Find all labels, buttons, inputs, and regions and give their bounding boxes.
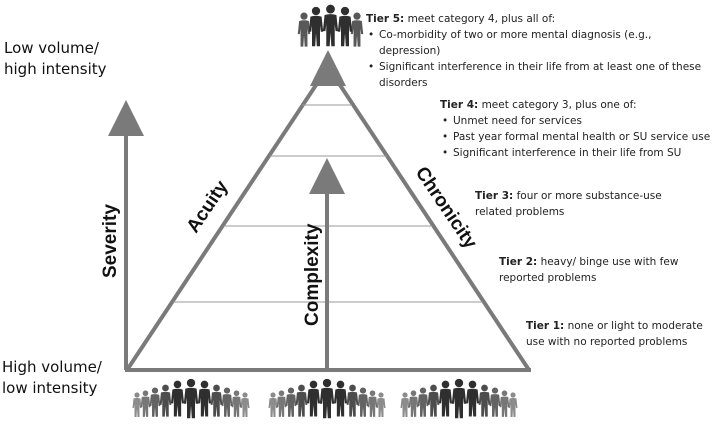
tier4-bullet: Unmet need for services [440, 113, 715, 129]
tier2-description: Tier 2: heavy/ binge use with few report… [499, 256, 679, 284]
tier3-description: Tier 3: four or more substance-use relat… [475, 190, 662, 218]
tier5-bullet: Significant interference in their life f… [366, 59, 708, 91]
tier5-bullet: Co-morbidity of two or more mental diagn… [366, 27, 708, 59]
tier4-bullet: Past year formal mental health or SU ser… [440, 129, 715, 145]
crowd-icon [269, 379, 386, 418]
complexity-label: Complexity [302, 223, 323, 326]
tier5-description: Tier 5: meet category 4, plus all of: Co… [366, 11, 708, 91]
high-volume-label: High volume/ low intensity [2, 358, 102, 397]
crowd-icon [133, 379, 250, 418]
people-group-icon [297, 4, 364, 47]
crowd-icon [401, 379, 518, 418]
tier1-description: Tier 1: none or light to moderate use wi… [526, 320, 703, 348]
severity-label: Severity [100, 204, 121, 278]
acuity-label: Acuity [183, 177, 233, 237]
tier4-bullet: Significant interference in their life f… [440, 145, 715, 161]
tier4-description: Tier 4: meet category 3, plus one of: Un… [440, 97, 715, 161]
low-volume-label: Low volume/ high intensity [4, 39, 107, 78]
arrows [108, 50, 346, 370]
